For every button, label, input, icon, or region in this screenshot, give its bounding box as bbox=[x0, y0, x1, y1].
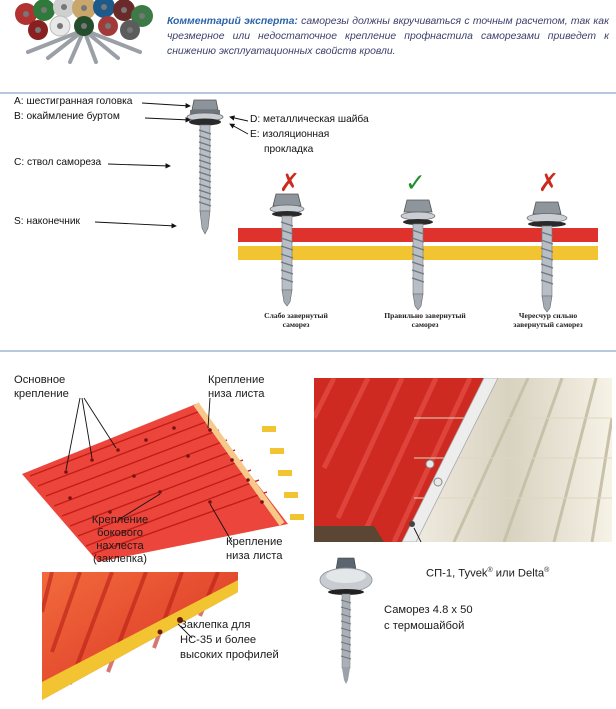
fastening-layout-section: Основное крепление Крепление низа листа … bbox=[0, 352, 616, 709]
translucent-panel bbox=[406, 378, 612, 542]
screw-anatomy-section: A: шестигранная головка B: окаймление бу… bbox=[0, 94, 616, 350]
anatomy-leader-lines bbox=[94, 102, 249, 229]
label-part-c: C: ствол самореза bbox=[14, 157, 102, 168]
check-mark-correct-icon: ✓ bbox=[405, 168, 426, 197]
caption-correct: Правильно завернутый саморез bbox=[384, 311, 466, 329]
section-divider bbox=[0, 350, 616, 352]
roof-membrane-photo bbox=[314, 378, 612, 542]
label-part-a: A: шестигранная головка bbox=[14, 96, 133, 107]
rivet-overlap-photo bbox=[42, 572, 242, 700]
caption-overtightened: Чересчур сильно завернутый саморез bbox=[513, 311, 583, 329]
screw-overtightened bbox=[526, 201, 568, 313]
expert-comment-body: саморезы должны вкручиваться с точным ра… bbox=[167, 16, 609, 57]
membrane-strip bbox=[401, 378, 499, 542]
label-part-e-line2: прокладка bbox=[264, 144, 314, 155]
label-rivet-note: Заклепка для НС-35 и более высоких профи… bbox=[180, 619, 279, 661]
label-part-b: B: окаймление буртом bbox=[14, 111, 120, 122]
screw-correct bbox=[400, 199, 436, 311]
label-bottom-fastening-top-line2: низа листа bbox=[208, 388, 265, 400]
cross-mark-loose-icon: ✗ bbox=[279, 168, 300, 197]
colored-screws-image bbox=[15, 0, 153, 64]
screw-loose bbox=[269, 193, 305, 307]
screw-anatomy-drawing bbox=[186, 99, 224, 235]
label-membrane: СП-1, Tyvek® или Delta® bbox=[426, 567, 550, 580]
label-main-fastening-line2: крепление bbox=[14, 388, 69, 400]
label-bottom-fastening-bottom-line1: Крепление bbox=[226, 536, 283, 548]
label-part-d: D: металлическая шайба bbox=[250, 114, 369, 125]
expert-comment-label: Комментарий эксперта: bbox=[167, 16, 298, 27]
installation-comparison-diagram bbox=[238, 193, 598, 313]
screw-fan bbox=[15, 0, 153, 64]
section-divider bbox=[0, 92, 616, 94]
expert-comment-header: Комментарий эксперта: саморезы должны вк… bbox=[0, 0, 616, 92]
label-side-overlap: Крепление бокового нахлеста (заклепка) bbox=[91, 514, 149, 565]
label-bottom-fastening-top-line1: Крепление bbox=[208, 374, 265, 386]
label-part-e-line1: E: изоляционная bbox=[250, 129, 330, 140]
label-main-fastening-line1: Основное bbox=[14, 374, 66, 386]
label-bottom-fastening-bottom-line2: низа листа bbox=[226, 550, 283, 562]
cross-mark-overtightened-icon: ✗ bbox=[538, 168, 559, 197]
expert-comment-text: Комментарий эксперта: саморезы должны вк… bbox=[167, 14, 609, 59]
label-screw-spec: Саморез 4.8 x 50 с термошайбой bbox=[384, 604, 473, 632]
roof-sheet-fastening-diagram bbox=[22, 397, 304, 562]
caption-loose: Слабо завернутый саморез bbox=[264, 311, 328, 329]
label-part-s: S: наконечник bbox=[14, 216, 81, 227]
thermo-washer-screw-photo bbox=[319, 557, 373, 684]
